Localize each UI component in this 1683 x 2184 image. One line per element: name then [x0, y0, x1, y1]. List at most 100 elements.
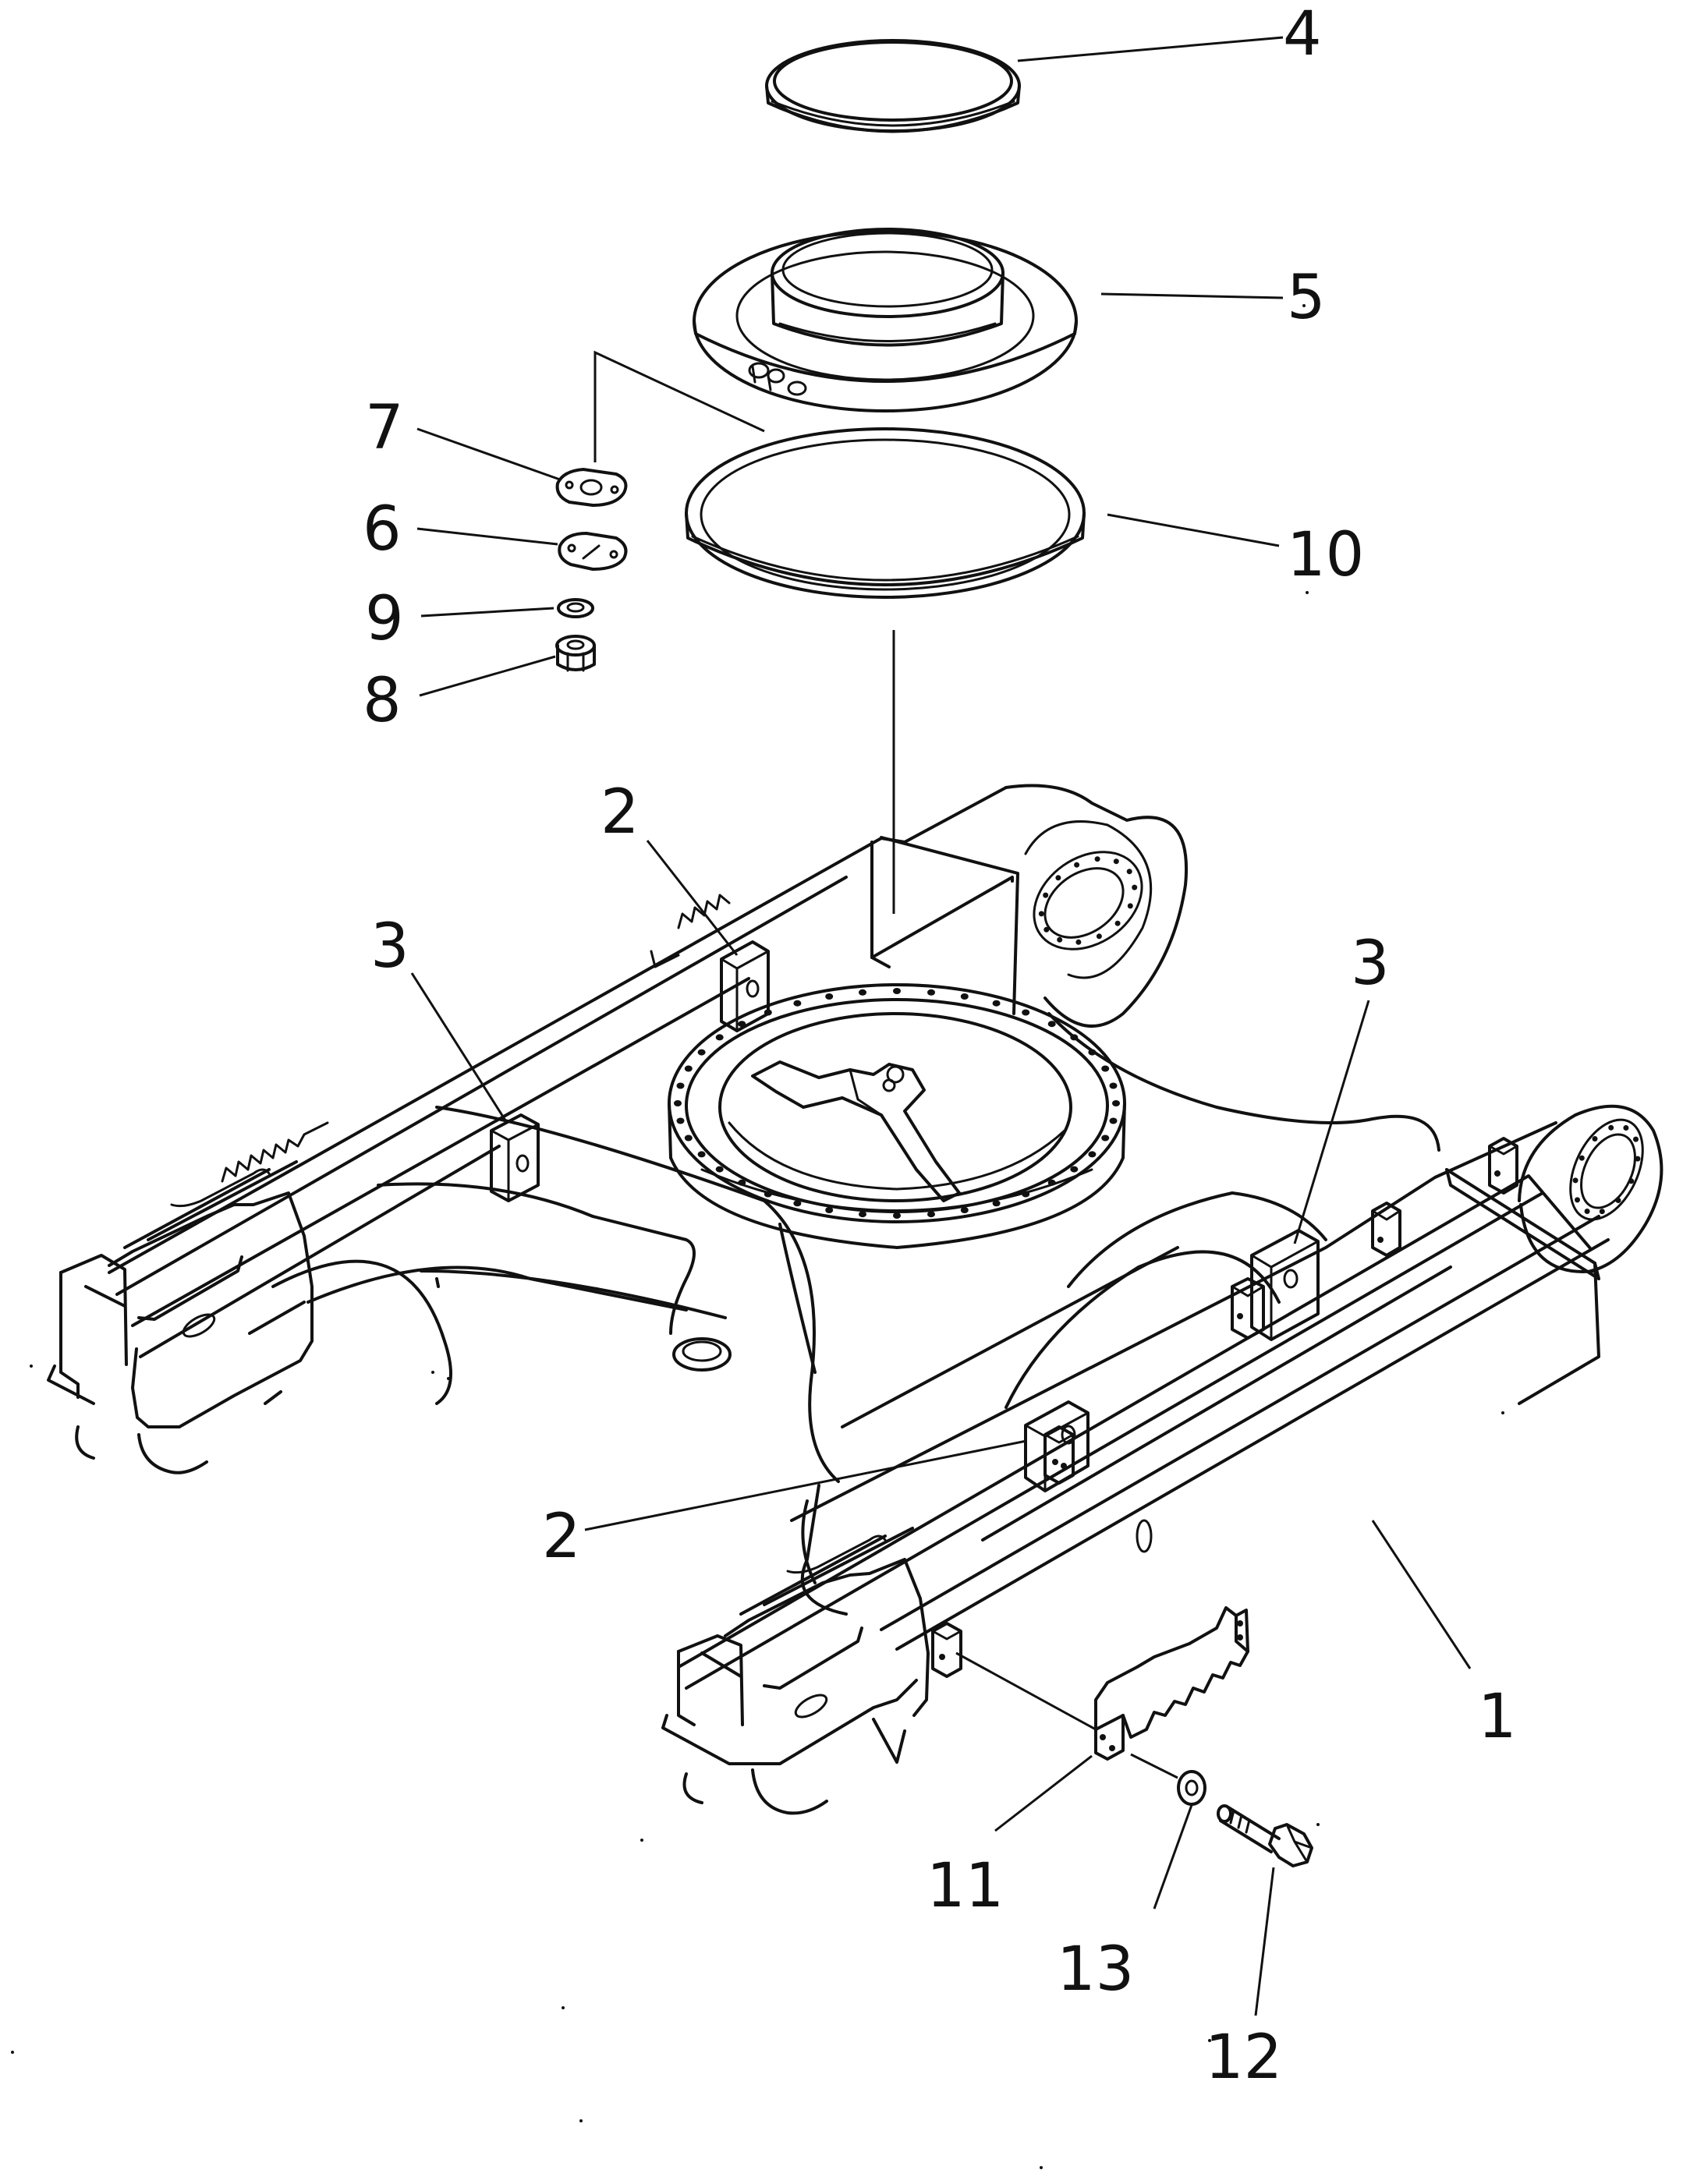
part-2-bracket-top — [720, 940, 770, 1032]
bolt-hole — [1109, 1117, 1118, 1124]
bolt-hole — [859, 989, 866, 996]
callout-6: 6 — [363, 494, 402, 565]
scan-specks — [11, 304, 1504, 2169]
swing-circle-ring — [668, 983, 1126, 1249]
bolt-hole — [676, 1117, 685, 1124]
callout-3-left: 3 — [370, 911, 409, 982]
part-12-bolt — [1217, 1804, 1313, 1867]
bolt-hole — [676, 1082, 685, 1089]
idler-bolt-hole — [1584, 1209, 1590, 1214]
bolt-hole — [927, 989, 935, 996]
bolt-hole — [893, 988, 901, 994]
idler-bolt-hole — [1132, 884, 1138, 890]
part-8-nut — [555, 635, 596, 672]
bolt-hole — [1022, 1191, 1030, 1198]
bolt-hole — [1047, 1179, 1056, 1186]
bolt-hole — [697, 1049, 706, 1056]
idler-bolt-hole — [1094, 856, 1100, 862]
idler-bolt-hole — [1127, 903, 1133, 909]
callout-labels: 4 5 7 6 10 9 8 2 3 3 2 1 11 13 12 — [363, 0, 1517, 2093]
bolt-hole — [674, 1100, 682, 1106]
part-1-track-frame — [47, 784, 1664, 1815]
idler-bolt-hole — [1633, 1136, 1639, 1142]
bolt-hole — [927, 1211, 935, 1218]
idler-bolt-hole — [1075, 939, 1082, 945]
bolt-hole — [793, 1000, 802, 1007]
bolt-hole — [1101, 1134, 1110, 1142]
idler-bolt-hole — [1055, 875, 1061, 881]
leader-lines — [410, 36, 1472, 2016]
part-2-bracket-bottom — [1024, 1400, 1090, 1492]
bolt-hole — [825, 993, 834, 1000]
idler-bolt-hole — [1592, 1136, 1598, 1142]
callout-4: 4 — [1283, 0, 1322, 69]
idler-bolt-hole — [1635, 1156, 1641, 1162]
bolt-hole — [738, 1179, 746, 1186]
bolt-hole — [1101, 1065, 1110, 1072]
bolt-hole — [893, 1212, 901, 1219]
callout-2-bottom: 2 — [542, 1502, 581, 1572]
idler-bolt-hole — [1113, 858, 1119, 865]
bolt-hole — [1088, 1151, 1097, 1158]
idler-bolt-hole — [1114, 920, 1121, 926]
bolt-hole — [684, 1065, 693, 1072]
idler-bolt-hole — [1578, 1155, 1585, 1161]
assembly-line-guard — [955, 1651, 1097, 1731]
bolt-hole — [715, 1166, 724, 1173]
bolt-hole — [1022, 1009, 1030, 1016]
assembly-line-washer — [1130, 1753, 1178, 1779]
callout-7: 7 — [365, 393, 404, 463]
bolt-hole — [715, 1034, 724, 1041]
callout-12: 12 — [1205, 2023, 1282, 2093]
bolt-hole — [1088, 1049, 1097, 1056]
callout-11: 11 — [927, 1851, 1004, 1921]
part-3-bracket-left — [490, 1113, 540, 1202]
idler-bolt-hole — [1057, 936, 1063, 943]
callout-5: 5 — [1287, 263, 1326, 333]
part-5-plate — [693, 228, 1078, 412]
idler-bolt-hole — [1572, 1177, 1578, 1184]
part-11-guard-plate — [1094, 1606, 1249, 1761]
idler-bolt-hole — [1043, 926, 1050, 933]
callout-10: 10 — [1287, 520, 1364, 590]
idler-bolt-hole — [1043, 892, 1049, 898]
idler-bolt-hole — [1575, 1197, 1580, 1203]
bolt-hole — [764, 1191, 772, 1198]
callout-13: 13 — [1057, 1934, 1134, 2005]
callout-2-top: 2 — [601, 777, 640, 848]
bolt-hole — [1109, 1082, 1118, 1089]
bolt-hole — [1070, 1034, 1079, 1041]
part-4-cover — [765, 39, 1021, 133]
part-7-plate — [555, 468, 628, 507]
bolt-hole — [960, 1207, 969, 1213]
part-6-plate — [558, 532, 628, 571]
callout-8: 8 — [363, 666, 402, 736]
part-13-washer — [1177, 1770, 1206, 1806]
idler-bolt-hole — [1599, 1209, 1605, 1215]
part-10-ring — [685, 427, 1086, 599]
bolt-hole — [1047, 1021, 1056, 1028]
idler-bolt-hole — [1615, 1198, 1621, 1203]
swing-circle-bolt-holes — [674, 856, 1641, 1219]
idler-bolt-hole — [1074, 862, 1080, 868]
bolt-hole — [793, 1200, 802, 1207]
bolt-hole — [697, 1151, 706, 1158]
assembly-line-bolts — [593, 350, 765, 462]
idler-bolt-hole — [1038, 911, 1044, 917]
bolt-hole — [1112, 1100, 1120, 1106]
bolt-hole — [1070, 1166, 1079, 1173]
idler-bolt-hole — [1628, 1178, 1635, 1184]
bolt-hole — [825, 1207, 834, 1213]
idler-bolt-hole — [1096, 933, 1102, 940]
callout-1: 1 — [1478, 1682, 1517, 1752]
bolt-hole — [992, 1200, 1001, 1207]
bolt-hole — [992, 1000, 1001, 1007]
bolt-hole — [859, 1211, 866, 1218]
idler-bolt-hole — [1608, 1124, 1614, 1131]
bolt-hole — [684, 1134, 693, 1142]
idler-bolt-hole — [1623, 1125, 1629, 1131]
callout-3-right: 3 — [1351, 929, 1390, 999]
part-9-washer — [557, 598, 594, 618]
idler-bolt-hole — [1126, 869, 1132, 875]
